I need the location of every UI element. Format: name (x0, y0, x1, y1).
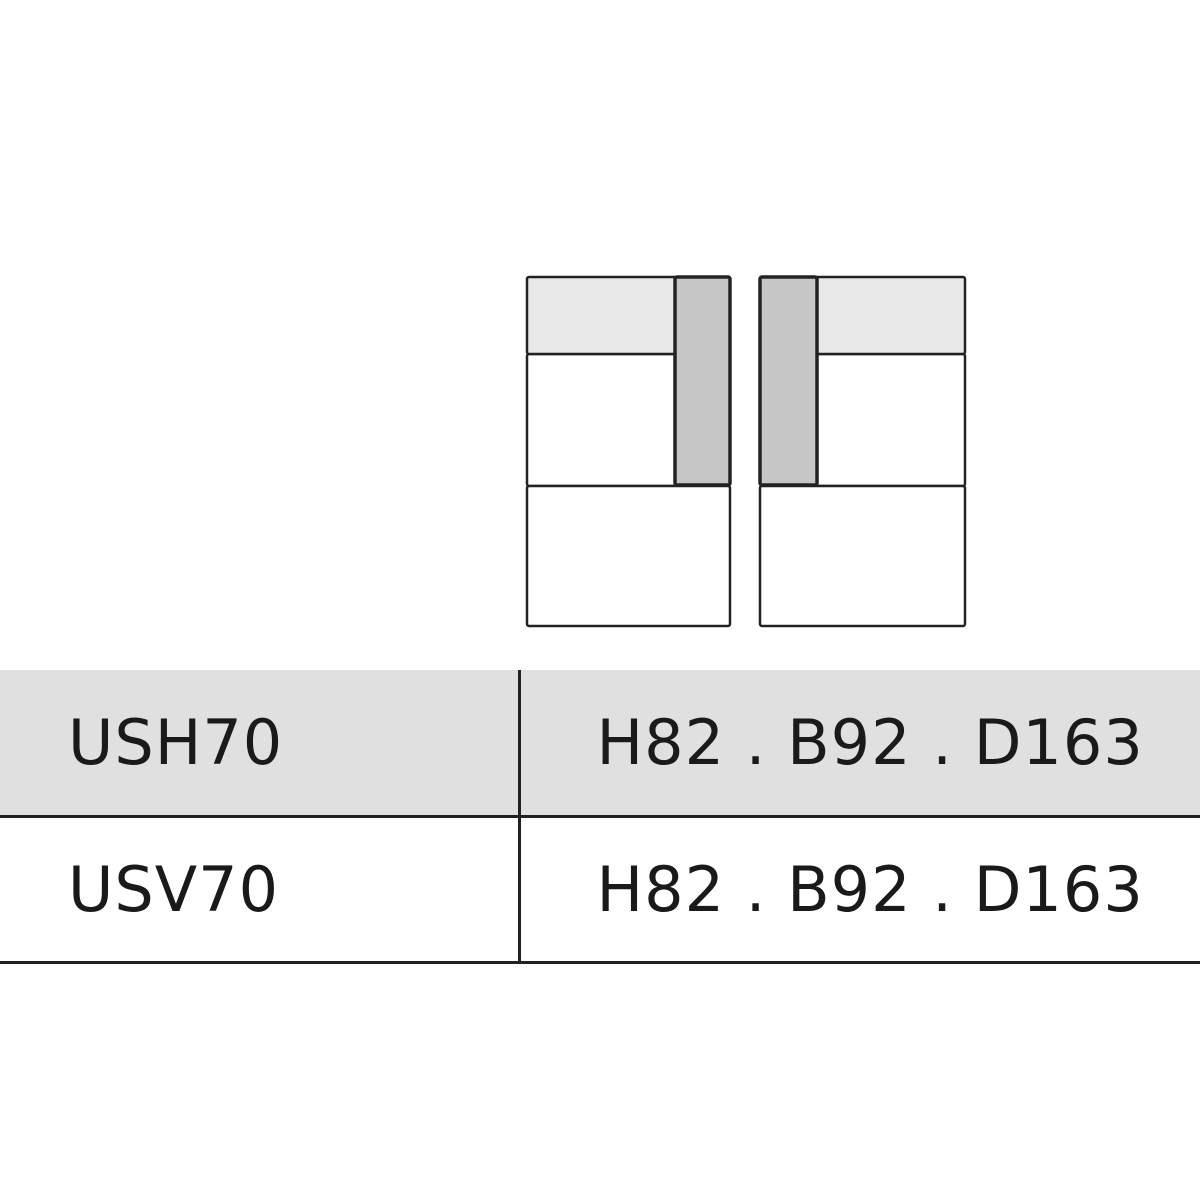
table-row: USV70 H82 . B92 . D163 (0, 816, 1200, 964)
left-backrest (525, 275, 679, 356)
left-module (525, 275, 732, 628)
right-module (758, 275, 967, 628)
right-seat-lower (758, 484, 967, 628)
model-code: USV70 (0, 816, 521, 964)
right-backrest (813, 275, 967, 356)
model-code: USH70 (0, 670, 521, 818)
right-armrest (758, 275, 819, 487)
table-row: USH70 H82 . B92 . D163 (0, 670, 1200, 818)
left-seat-lower (525, 484, 732, 628)
left-armrest (673, 275, 732, 487)
right-seat-upper (813, 352, 967, 488)
sofa-module-diagram (525, 275, 967, 628)
left-seat-upper (525, 352, 679, 488)
model-dimensions: H82 . B92 . D163 (519, 670, 1200, 818)
spec-table: USH70 H82 . B92 . D163 USV70 H82 . B92 .… (0, 670, 1200, 964)
model-dimensions: H82 . B92 . D163 (519, 816, 1200, 964)
